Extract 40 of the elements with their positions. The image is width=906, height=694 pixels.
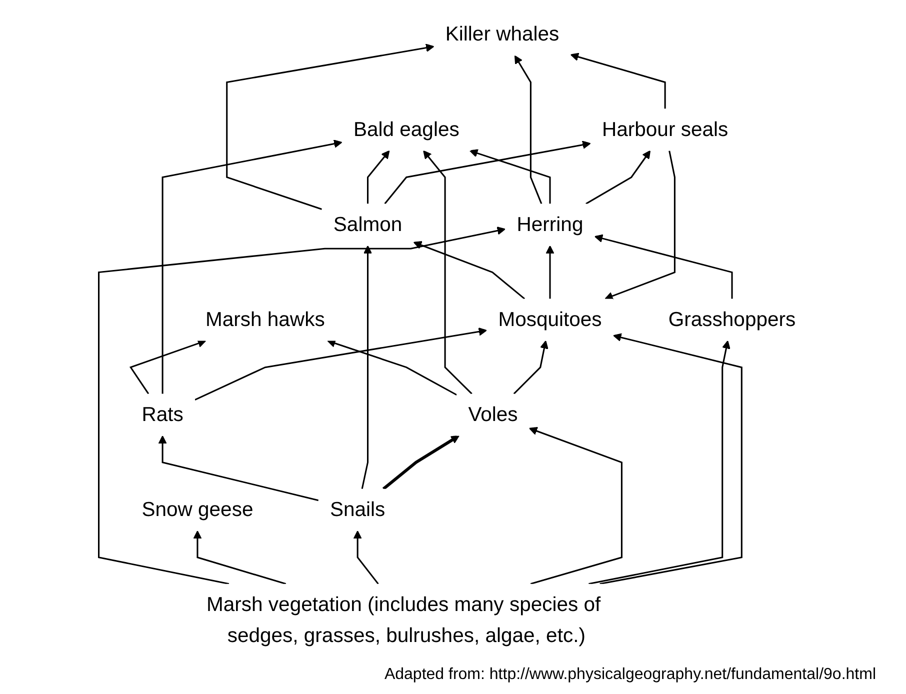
node-text: Mosquitoes bbox=[498, 308, 602, 331]
node-text: Killer whales bbox=[445, 23, 560, 46]
arrow bbox=[586, 150, 651, 204]
arrow bbox=[327, 339, 457, 396]
arrow bbox=[570, 52, 666, 109]
arrow bbox=[600, 333, 742, 585]
node-text: Herring bbox=[516, 213, 584, 236]
arrow bbox=[162, 140, 342, 394]
node-text: Harbour seals bbox=[602, 118, 728, 141]
arrow bbox=[353, 530, 379, 584]
node-text: Salmon bbox=[333, 213, 402, 236]
node-text: Bald eagles bbox=[353, 118, 460, 141]
arrow bbox=[226, 44, 434, 210]
arrow bbox=[413, 241, 526, 300]
arrow bbox=[604, 150, 676, 300]
arrow bbox=[129, 339, 206, 394]
arrow bbox=[98, 226, 506, 585]
source-caption: Adapted from: http://www.physicalgeography.net/fundamental/9o.html bbox=[384, 666, 876, 684]
node-text: Marsh vegetation (includes many species of sedges, grasses, bulrushes, algae, etc.) bbox=[206, 594, 601, 646]
node-text: Snails bbox=[330, 498, 386, 521]
arrow bbox=[158, 435, 319, 502]
node-text: Grasshoppers bbox=[668, 308, 796, 331]
arrow bbox=[588, 340, 730, 585]
arrow bbox=[193, 530, 286, 585]
arrow bbox=[594, 234, 733, 299]
arrow bbox=[469, 149, 551, 204]
node-text: Rats bbox=[142, 404, 184, 426]
arrow bbox=[514, 55, 542, 204]
node-text: Voles bbox=[468, 404, 518, 426]
arrow bbox=[384, 140, 591, 204]
arrow bbox=[382, 435, 460, 490]
arrow bbox=[528, 426, 622, 585]
arrow bbox=[513, 340, 548, 394]
node-text: Marsh hawks bbox=[205, 308, 325, 331]
arrow bbox=[546, 245, 554, 299]
arrow bbox=[194, 327, 487, 401]
arrow bbox=[361, 245, 372, 490]
node-text: Snow geese bbox=[142, 498, 254, 521]
arrow bbox=[423, 150, 472, 394]
arrow bbox=[367, 150, 390, 204]
